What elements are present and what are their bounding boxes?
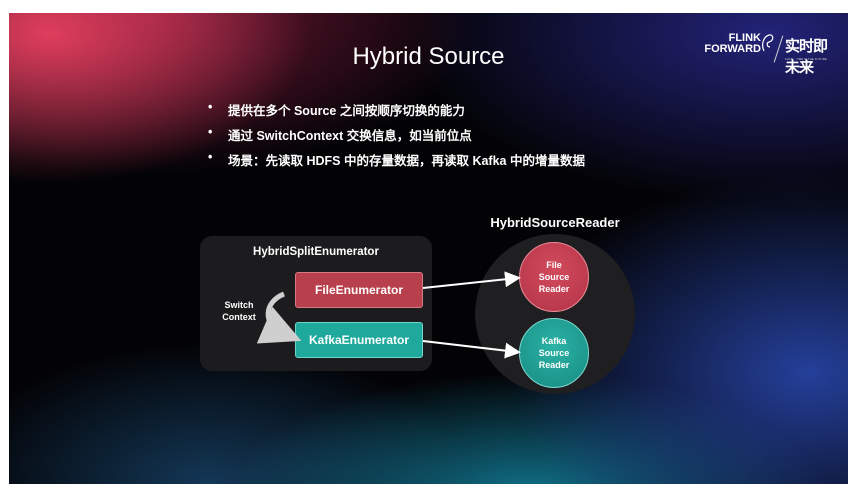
logo-line1: FLINK [728, 32, 761, 44]
switch-context-label: Switch Context [215, 299, 263, 323]
kafka-reader-line: Reader [538, 360, 570, 370]
file-source-reader: File Source Reader [519, 242, 589, 312]
bullet-list: • 提供在多个 Source 之间按顺序切换的能力 • 通过 SwitchCon… [206, 100, 585, 175]
file-reader-line: Reader [538, 284, 570, 294]
logo-flink-text: FLINK FORWARD [699, 33, 761, 55]
bullet-item: • 提供在多个 Source 之间按顺序切换的能力 [206, 100, 585, 125]
file-reader-line: Source [538, 272, 570, 282]
file-arrow [422, 271, 521, 289]
file-enumerator: FileEnumerator [295, 272, 423, 308]
slide: Hybrid Source FLINK FORWARD 实时即未来 FLINK … [9, 13, 848, 484]
bullet-marker: • [208, 125, 213, 139]
kafka-source-reader: Kafka Source Reader [519, 318, 589, 388]
switch-curved-arrow [256, 291, 302, 344]
kafka-reader-line: Source [538, 348, 570, 358]
connector-overlay [256, 271, 521, 359]
switch-label-line2: Context [222, 312, 256, 322]
kafka-reader-line: Kafka [541, 336, 567, 346]
kafka-enumerator: KafkaEnumerator [295, 322, 423, 358]
squirrel-icon [762, 34, 774, 52]
enumerator-title: HybridSplitEnumerator [253, 246, 379, 258]
slide-title: Hybrid Source [352, 43, 505, 70]
bullet-text: 通过 SwitchContext 交换信息，如当前位点 [228, 129, 472, 143]
switch-label-line1: Switch [224, 300, 254, 310]
bullet-item: • 场景：先读取 HDFS 中的存量数据，再读取 Kafka 中的增量数据 [206, 150, 585, 175]
flink-forward-logo: FLINK FORWARD 实时即未来 FLINK · TIME IN THE … [699, 33, 839, 77]
bullet-item: • 通过 SwitchContext 交换信息，如当前位点 [206, 125, 585, 150]
bullet-marker: • [208, 150, 213, 164]
bullet-text: 提供在多个 Source 之间按顺序切换的能力 [228, 104, 465, 118]
bullet-marker: • [208, 100, 213, 114]
logo-line2: FORWARD [704, 43, 761, 55]
bullet-text: 场景：先读取 HDFS 中的存量数据，再读取 Kafka 中的增量数据 [228, 154, 585, 168]
file-reader-line: File [546, 260, 562, 270]
kafka-arrow [422, 340, 521, 359]
logo-chinese: 实时即未来 [785, 38, 828, 76]
logo-tagline: FLINK · TIME IN THE FUTURE [785, 57, 827, 61]
reader-title: HybridSourceReader [490, 215, 620, 230]
